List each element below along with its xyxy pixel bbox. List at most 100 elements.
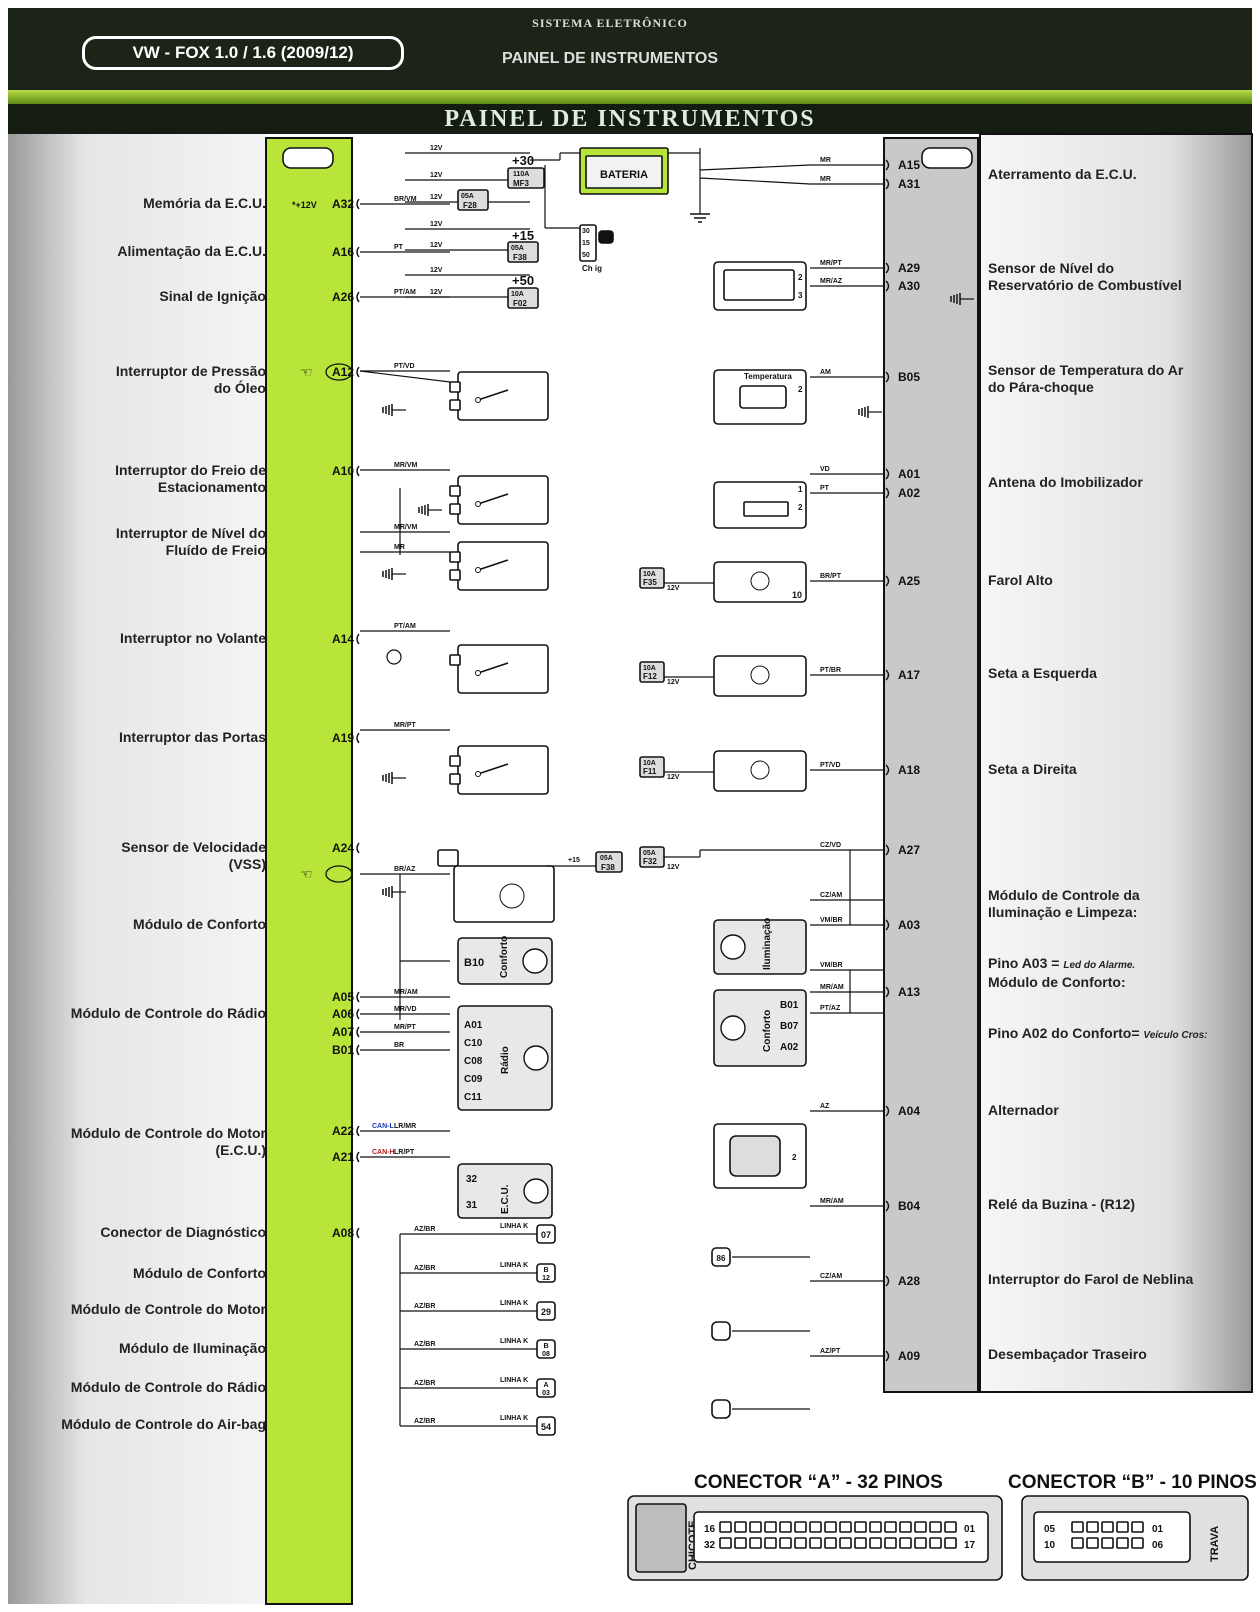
connector-mark — [885, 371, 890, 383]
connector-a-pin-cell — [899, 1521, 912, 1533]
pin-label: A15 — [898, 158, 920, 172]
lamp-icon — [750, 571, 770, 591]
linha-k-label: LINHA K — [500, 1223, 528, 1230]
linha-k-label: LINHA K — [500, 1338, 528, 1345]
connector-mark — [885, 1200, 890, 1212]
pin-label: A16 — [332, 245, 354, 259]
pin-label: A25 — [898, 574, 920, 588]
memory-star-label: *+12V — [292, 200, 317, 210]
right-label: Aterramento da E.C.U. — [988, 166, 1137, 182]
conforto-module-right — [713, 989, 807, 1067]
connector-b-pin-cell — [1101, 1537, 1114, 1549]
connector-mark — [885, 1350, 890, 1362]
diag-code: A — [543, 1382, 548, 1389]
right-label: Módulo de Controle da Iluminação e Limpe… — [988, 887, 1140, 920]
connector-mark — [885, 919, 890, 931]
connector-a-pin-cell — [749, 1537, 762, 1549]
radio-module — [457, 1005, 553, 1111]
connector-mark — [356, 991, 360, 1003]
connector-mark — [885, 262, 890, 274]
connector-b-pin-cell — [1116, 1537, 1129, 1549]
diag-code-box — [536, 1263, 556, 1283]
connector-b-pin-number: 01 — [1152, 1524, 1164, 1535]
fuse-amp: 10A — [643, 760, 656, 767]
voltage-label: +15 — [568, 857, 580, 864]
oil-pressure-switch-pin — [449, 381, 461, 393]
left-label: Conector de Diagnóstico — [100, 1224, 266, 1240]
connector-b-pin-cell — [1071, 1537, 1084, 1549]
fuse-id: F32 — [643, 857, 657, 866]
transistor-icon — [523, 1045, 549, 1071]
speed-sensor — [453, 865, 555, 923]
wire-color-label: AZ/BR — [414, 1303, 435, 1310]
diag-code-box — [536, 1378, 556, 1398]
diag-code: 29 — [541, 1307, 551, 1317]
instrument-cluster-icon — [921, 147, 973, 169]
linha-k-label: LINHA K — [500, 1300, 528, 1307]
voltage-label: 12V — [430, 172, 443, 179]
voltage-label: 12V — [430, 267, 443, 274]
key-terminal: 50 — [582, 252, 590, 259]
left-label: Módulo de Controle do Rádio — [70, 1379, 266, 1395]
transistor-icon — [720, 934, 746, 960]
right-label: Alternador — [988, 1102, 1059, 1118]
diag-code: 08 — [542, 1351, 550, 1358]
right-label: Interruptor do Farol de Neblina — [988, 1271, 1194, 1287]
fuse-F12 — [639, 661, 665, 683]
key-terminal: 30 — [582, 228, 590, 235]
sensor-pin: 2 — [798, 273, 803, 282]
wire-color-label: PT/BR — [820, 667, 841, 674]
voltage-label: 12V — [667, 864, 680, 871]
fuse-amp: 05A — [643, 850, 656, 857]
brake-fluid-switch-node — [475, 567, 481, 573]
can-h-label: CAN-H — [372, 1149, 395, 1156]
connector-mark — [885, 986, 890, 998]
connector-a-pin-cell — [854, 1537, 867, 1549]
linha-k-label: LINHA K — [500, 1377, 528, 1384]
conforto-label: Conforto — [762, 1010, 773, 1052]
connector-mark — [356, 366, 360, 378]
connector-mark — [356, 1026, 360, 1038]
fuse-amp: 10A — [643, 665, 656, 672]
pin-label: A03 — [898, 918, 920, 932]
connector-a-pin-cell — [824, 1521, 837, 1533]
conforto-pin: B10 — [464, 957, 484, 969]
connector-a-pin-cell — [869, 1537, 882, 1549]
wire-color-label: MR/VM — [394, 462, 418, 469]
left-label: Sinal de Ignição — [159, 288, 266, 304]
pin-label: A28 — [898, 1274, 920, 1288]
pin-label: A09 — [898, 1349, 920, 1363]
wire-color-label: AZ/BR — [414, 1226, 435, 1233]
connector-a-lock — [635, 1503, 687, 1573]
left-label: Módulo de Controle do Air-bag — [61, 1416, 266, 1432]
voltage-label: 12V — [667, 774, 680, 781]
connector-mark — [356, 1227, 360, 1239]
ecu-pin: 31 — [466, 1200, 478, 1211]
fuse-mf3 — [507, 167, 545, 189]
left-label: Interruptor das Portas — [118, 729, 266, 745]
wire-color-label: AZ/BR — [414, 1418, 435, 1425]
pin-label: A10 — [332, 464, 354, 478]
wire-color-label: CZ/AM — [820, 1273, 842, 1280]
wire-color-label: MR/PT — [394, 722, 417, 729]
parking-brake-switch-node — [475, 501, 481, 507]
fog-light-switch — [711, 1321, 731, 1341]
panel-subtitle: PAINEL DE INSTRUMENTOS — [501, 50, 719, 67]
connector-mark — [356, 732, 360, 744]
sensor-pin: 2 — [798, 385, 803, 394]
sub-italic: Led do Alarme. — [1063, 960, 1136, 971]
temp-element — [739, 385, 787, 409]
clock-spring-icon — [386, 649, 402, 665]
wire-color-label: MR/PT — [820, 260, 843, 267]
pin-label: A32 — [332, 197, 354, 211]
hand-icon: ☜ — [300, 364, 313, 380]
connector-a-pin-cell — [929, 1537, 942, 1549]
connector-b-body — [1033, 1511, 1191, 1563]
fuse-f02 — [507, 287, 539, 309]
diag-code: B — [543, 1343, 548, 1350]
diag-code: 07 — [541, 1230, 551, 1240]
door-switch-pin — [449, 755, 461, 767]
sensor-pin: 1 — [798, 485, 803, 494]
fuse-amp: 10A — [643, 571, 656, 578]
pin-label: A13 — [898, 985, 920, 999]
